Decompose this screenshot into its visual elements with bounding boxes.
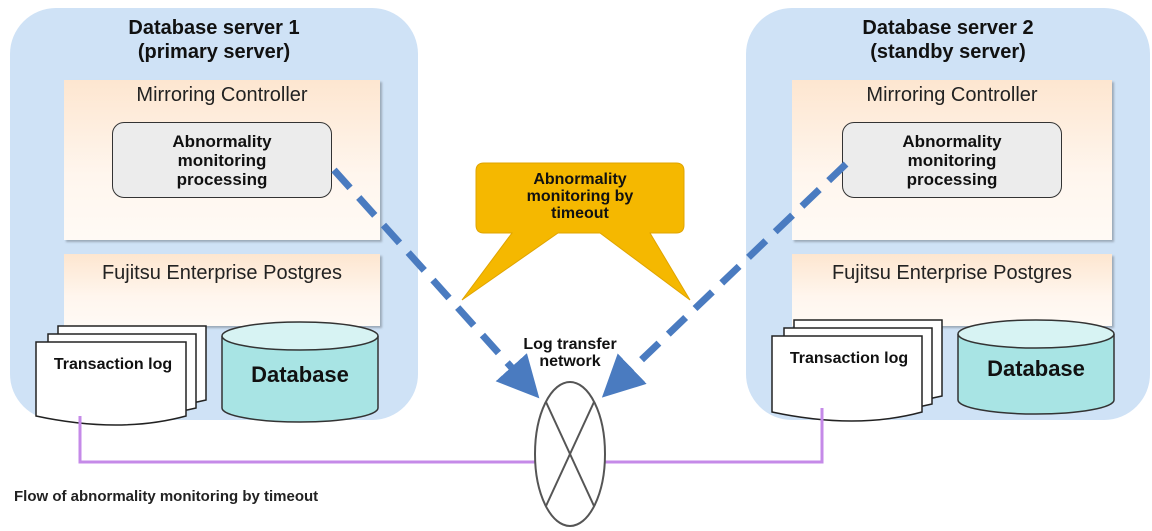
server-2-title: Database server 2 (standby server) (746, 16, 1150, 64)
server-1-database-icon (221, 321, 379, 423)
server-2-abnormality-monitoring-processing: Abnormality monitoring processing (842, 122, 1062, 198)
arrow-standby-to-network (601, 161, 849, 398)
server-2-fujitsu-enterprise-postgres (792, 254, 1112, 326)
server-2-database-label: Database (987, 356, 1085, 381)
network-node-icon (534, 381, 606, 527)
server-2-process-line3: processing (906, 169, 998, 189)
server-1-mirroring-controller-label: Mirroring Controller (136, 84, 308, 106)
diagram-caption: Flow of abnormality monitoring by timeou… (14, 488, 319, 505)
server-1-abnormality-monitoring-processing: Abnormality monitoring processing (112, 122, 332, 198)
callout-line1: Abnormality (533, 171, 627, 188)
server-2-mirroring-controller-label: Mirroring Controller (866, 84, 1038, 106)
server-2-process-line1: Abnormality (902, 131, 1002, 151)
server-2-database-icon (957, 319, 1115, 415)
log-transfer-line (78, 408, 824, 464)
server-1-database-label: Database (251, 362, 349, 387)
server-1-process-line3: processing (176, 169, 268, 189)
network-label-line2: network (539, 353, 601, 370)
server-2-transaction-log-label: Transaction log (789, 350, 909, 367)
server-1-title-line1: Database server 1 (128, 17, 300, 39)
callout-line2: monitoring by (526, 188, 634, 205)
timeout-callout (461, 162, 691, 301)
server-1-postgres-label: Fujitsu Enterprise Postgres (101, 262, 343, 284)
callout-line3: timeout (551, 205, 609, 222)
server-2-transaction-log-icon (771, 319, 943, 422)
server-2-process-line2: monitoring (907, 150, 997, 170)
server-1-transaction-log-label: Transaction log (53, 356, 173, 373)
network-label-line1: Log transfer (523, 336, 617, 353)
log-transfer-network-label: Log transfer network (490, 336, 650, 370)
server-1-process-line1: Abnormality (172, 131, 272, 151)
server-1-title: Database server 1 (primary server) (10, 16, 418, 64)
server-2-title-line1: Database server 2 (862, 17, 1034, 39)
server-1-transaction-log-icon (35, 325, 207, 426)
server-2-postgres-label: Fujitsu Enterprise Postgres (831, 262, 1073, 284)
server-1-title-line2: (primary server) (137, 41, 291, 63)
server-1-process-line2: monitoring (177, 150, 267, 170)
arrow-primary-to-network (331, 167, 540, 399)
server-2-title-line2: (standby server) (870, 41, 1026, 63)
callout-text: Abnormality monitoring by timeout (476, 171, 684, 222)
server-1-fujitsu-enterprise-postgres (64, 254, 380, 326)
